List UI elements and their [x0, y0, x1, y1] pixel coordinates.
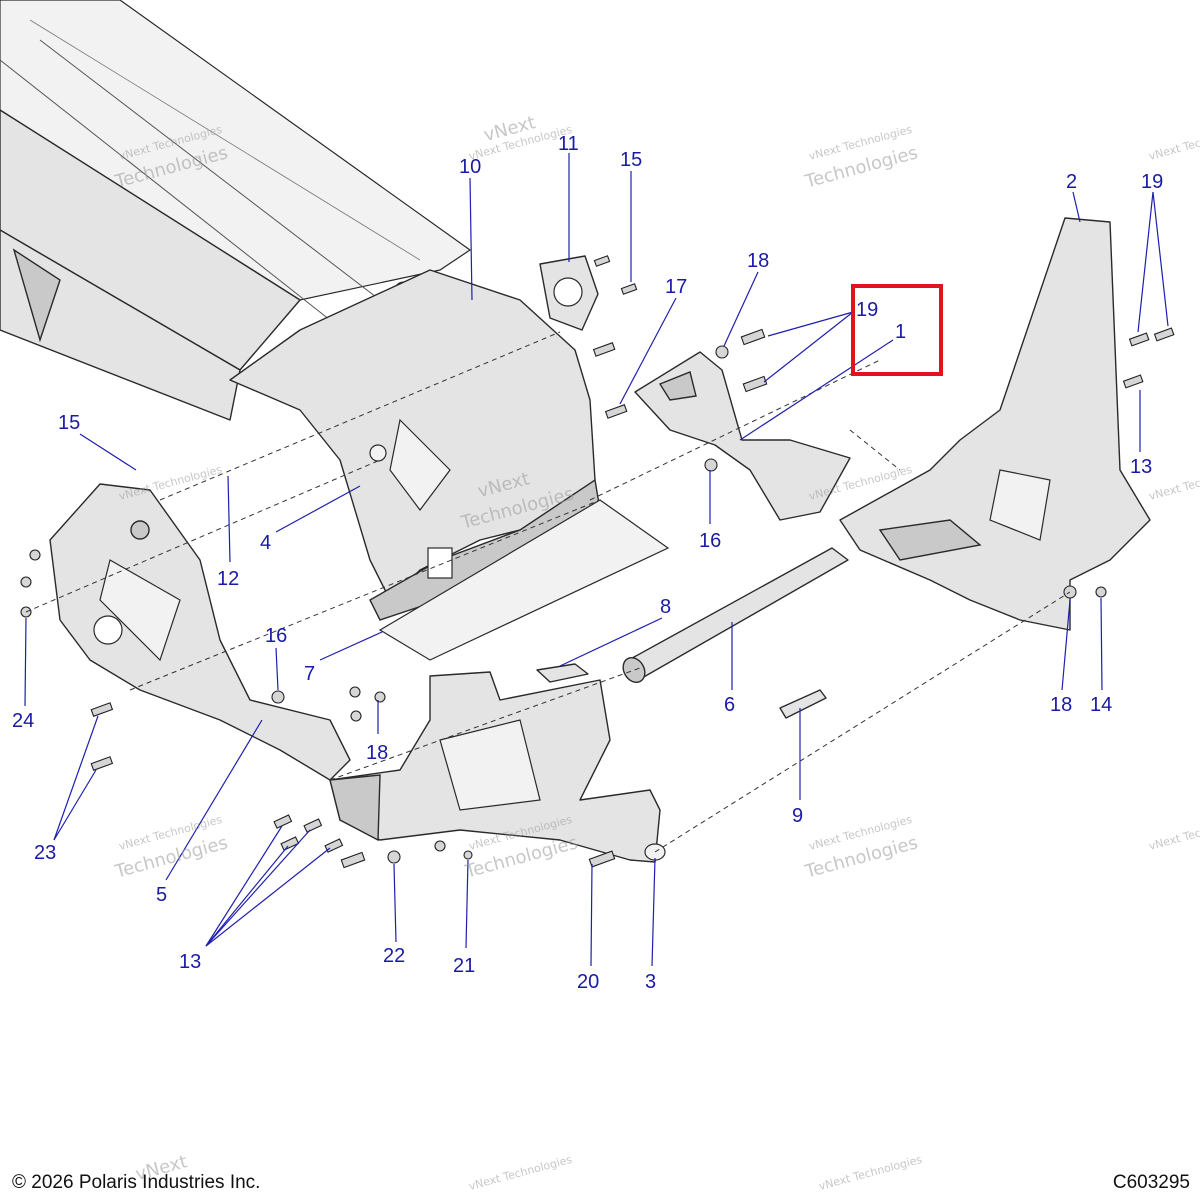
callout-13: 13: [179, 951, 201, 973]
callout-1: 1: [895, 321, 906, 343]
chaincase-part-5: [49, 483, 351, 781]
plate-part-7: [378, 499, 670, 661]
callout-22: 22: [383, 945, 405, 967]
svg-text:vNext Technologies: vNext Technologies: [1147, 813, 1200, 853]
flange-part-11: [539, 255, 599, 331]
callout-15: 15: [58, 412, 80, 434]
callout-24: 24: [12, 710, 34, 732]
callout-7: 7: [304, 663, 315, 685]
svg-text:vNext Technologies: vNext Technologies: [1147, 123, 1200, 163]
svg-text:vNext Technologies: vNext Technologies: [1147, 463, 1200, 503]
svg-text:vNext Technologies: vNext Technologies: [817, 1153, 923, 1193]
lower-mount-part-3: [329, 671, 666, 863]
callout-16: 16: [265, 625, 287, 647]
bracket-part-1: [634, 351, 851, 521]
callout-2: 2: [1066, 171, 1077, 193]
tube-part-6: [622, 547, 849, 684]
alignment-lines: [25, 331, 1071, 853]
callout-13: 13: [1130, 456, 1152, 478]
frame-part-2: [839, 217, 1151, 631]
callout-18: 18: [366, 742, 388, 764]
callout-17: 17: [665, 276, 687, 298]
tunnel-assembly: [0, 0, 472, 421]
callout-9: 9: [792, 805, 803, 827]
bulkhead-part-10: [229, 269, 601, 621]
link-part-9: [779, 689, 827, 719]
callout-10: 10: [459, 156, 481, 178]
callout-11: 11: [558, 133, 579, 155]
callout-19: 19: [1141, 171, 1163, 193]
callout-20: 20: [577, 971, 599, 993]
callout-15: 15: [620, 149, 642, 171]
callout-18: 18: [1050, 694, 1072, 716]
copyright-text: © 2026 Polaris Industries Inc.: [12, 1172, 261, 1193]
callout-6: 6: [724, 694, 735, 716]
callout-19: 19: [856, 299, 878, 321]
callout-14: 14: [1090, 694, 1112, 716]
callout-16: 16: [699, 530, 721, 552]
callout-5: 5: [156, 884, 167, 906]
fasteners: [20, 255, 1175, 869]
callout-18: 18: [747, 250, 769, 272]
callout-8: 8: [660, 596, 671, 618]
callout-4: 4: [260, 532, 271, 554]
callout-3: 3: [645, 971, 656, 993]
svg-text:vNext Technologies: vNext Technologies: [467, 1153, 573, 1193]
callout-23: 23: [34, 842, 56, 864]
callout-labels: 11 15 10 2 19 18 17 19 1 15 13 4 12 16 8…: [12, 133, 1163, 993]
leader-lines: [24, 153, 1169, 967]
callout-12: 12: [217, 568, 239, 590]
link-part-8: [536, 663, 589, 683]
callout-21: 21: [453, 955, 475, 977]
drawing-code: C603295: [1112, 1172, 1190, 1193]
highlight-box: [851, 284, 943, 376]
